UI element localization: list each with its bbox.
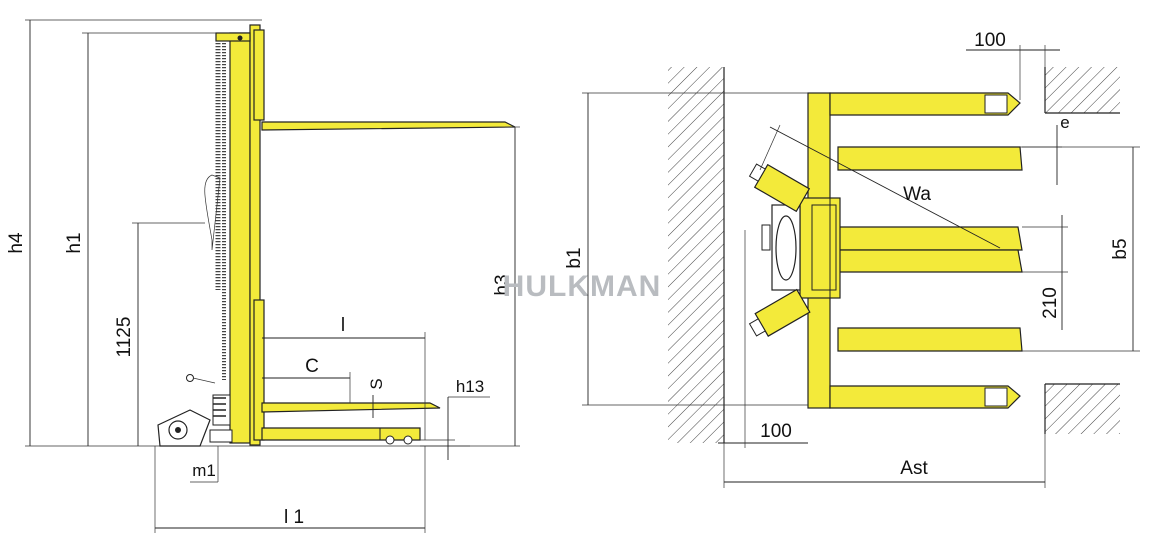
top-view: Wa b1 b5 210 e 100 100 Ast <box>564 30 1140 488</box>
label-wa: Wa <box>903 184 931 205</box>
mast-top <box>215 32 251 42</box>
label-h13: h13 <box>456 377 484 396</box>
steer-wheel-top <box>748 163 811 213</box>
label-ast: Ast <box>900 458 928 479</box>
handle-bar-fill <box>198 239 220 396</box>
mast-bolt <box>237 35 243 41</box>
steer-wheel <box>157 409 233 447</box>
mast-inner <box>249 24 261 446</box>
wall-bottom-right <box>1045 384 1120 434</box>
label-l: l <box>341 315 345 336</box>
dim-wa <box>769 126 1001 249</box>
outrigger <box>261 427 421 441</box>
fork-wide-top <box>837 146 1023 171</box>
handle-top <box>204 174 221 251</box>
label-1125: 1125 <box>114 317 135 358</box>
handle-head <box>761 204 801 291</box>
label-h4: h4 <box>6 232 27 254</box>
label-h3: h3 <box>492 274 513 295</box>
fork-wide-bottom <box>837 327 1023 352</box>
raised-carriage <box>253 29 265 121</box>
label-h1: h1 <box>64 232 85 253</box>
label-100-top: 100 <box>974 30 1006 51</box>
outrigger-wheel-box <box>379 427 421 441</box>
steer-wheel-bottom <box>748 288 811 337</box>
label-b1: b1 <box>564 247 585 268</box>
load-wheel-1 <box>385 435 395 445</box>
carriage-block <box>799 197 841 299</box>
raised-fork <box>261 121 516 131</box>
label-m1: m1 <box>192 461 216 480</box>
leg-bottom <box>829 385 1021 409</box>
watermark: HULKMAN <box>503 270 662 303</box>
label-100-bottom: 100 <box>760 421 792 442</box>
label-b5: b5 <box>1110 238 1131 259</box>
mast <box>229 32 251 444</box>
mid-fork <box>261 402 441 413</box>
label-s: S <box>367 378 386 389</box>
mast-rack <box>215 40 226 380</box>
label-c: C <box>305 356 319 377</box>
pump-base <box>186 374 231 426</box>
load-wheel-2 <box>403 435 413 445</box>
wall-top-right <box>1045 67 1120 113</box>
fork-narrow-top <box>837 226 1023 251</box>
side-view: h4 h1 1125 h3 l C S h13 m1 <box>6 19 520 533</box>
label-210: 210 <box>1040 287 1061 319</box>
label-l1: l 1 <box>284 507 304 528</box>
leg-top <box>829 92 1021 116</box>
label-e: e <box>1060 113 1069 132</box>
wall-left <box>668 67 724 443</box>
fork-narrow-bottom <box>837 249 1023 273</box>
lowered-carriage <box>253 299 265 441</box>
